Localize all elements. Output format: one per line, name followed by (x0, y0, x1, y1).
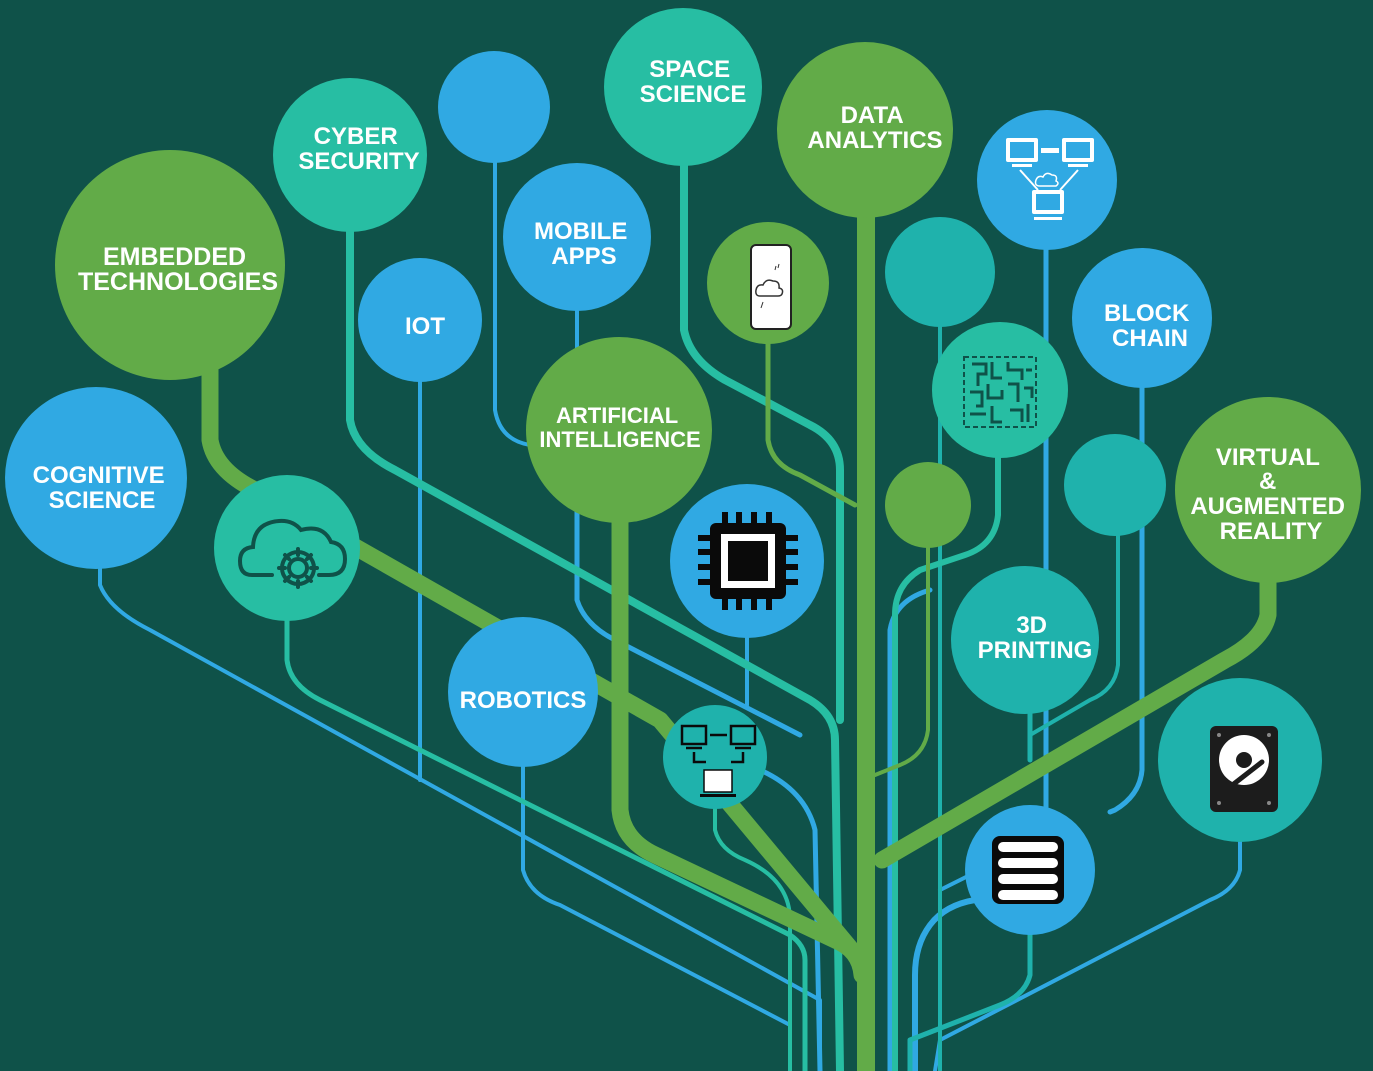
label-line: SCIENCE (49, 487, 156, 514)
label-iot: IOT (405, 313, 445, 340)
label-cyber-security: CYBER SECURITY (298, 123, 419, 175)
label-line: BLOCK (1104, 300, 1190, 327)
label-block-chain: BLOCK CHAIN (1104, 300, 1196, 352)
node-mobile-apps (503, 163, 651, 311)
node-cyber-security (273, 78, 427, 232)
labels: EMBEDDED TECHNOLOGIES CYBER SECURITY SPA… (33, 56, 1351, 714)
cpu-chip-icon (698, 512, 798, 610)
branch-3d (907, 709, 1033, 1071)
branch-teal-small (1028, 528, 1120, 737)
branch-trunk-blue-a (887, 587, 933, 1071)
label-line: COGNITIVE (33, 462, 165, 489)
node-3d-printing (951, 566, 1099, 714)
branch-qr (892, 447, 1001, 1071)
label-data-analytics: DATA ANALYTICS (807, 102, 942, 154)
label-line: PRINTING (978, 637, 1093, 664)
label-line: CYBER (314, 123, 398, 150)
hard-drive-icon (1210, 726, 1278, 812)
label-line: SCIENCE (640, 81, 747, 108)
database-icon (992, 836, 1064, 904)
label-line: ROBOTICS (460, 687, 587, 714)
branch-lines (98, 158, 1277, 1071)
label-line: SECURITY (298, 148, 419, 175)
node-artificial-intelligence (526, 337, 712, 523)
node-block-chain (1072, 248, 1212, 388)
label-line: & (1259, 468, 1276, 495)
cloud-gear-icon (237, 518, 348, 589)
branch-cognitive (98, 563, 822, 1071)
nodes (5, 8, 1361, 935)
label-line: CHAIN (1112, 325, 1188, 352)
branch-harddrive (933, 838, 1242, 1071)
qr-circuit-icon (963, 356, 1037, 428)
label-embedded-technologies: EMBEDDED TECHNOLOGIES (78, 243, 278, 296)
branch-space (680, 161, 844, 724)
branch-block (1107, 382, 1145, 815)
label-mobile-apps: MOBILE APPS (534, 218, 634, 270)
node-qr (932, 322, 1068, 458)
node-empty-teal (885, 217, 995, 327)
label-line: EMBEDDED (103, 243, 246, 271)
network-computers-icon (1006, 138, 1094, 220)
label-line: INTELLIGENCE (539, 427, 700, 452)
branch-network-small (757, 767, 823, 1071)
label-line: SPACE (649, 56, 730, 83)
node-network-small (663, 705, 767, 809)
label-line: VIRTUAL (1216, 444, 1320, 471)
label-space-science: SPACE SCIENCE (640, 56, 747, 108)
node-embedded-technologies (55, 150, 285, 380)
label-line: REALITY (1220, 518, 1323, 545)
node-space-science (604, 8, 762, 166)
label-line: AUGMENTED (1190, 493, 1345, 520)
label-cognitive-science: COGNITIVE SCIENCE (33, 462, 172, 514)
label-3d-printing: 3D PRINTING (978, 612, 1093, 664)
branch-vr (873, 566, 1277, 869)
node-data-analytics (777, 42, 953, 218)
branch-cloud-gear (284, 617, 808, 1071)
label-line: IOT (405, 313, 445, 340)
branch-network-small-teal (713, 803, 792, 1071)
label-robotics: ROBOTICS (460, 687, 587, 714)
node-teal-small (1064, 434, 1166, 536)
node-cloud-gear (214, 475, 360, 621)
node-iot (358, 258, 482, 382)
label-line: ANALYTICS (807, 127, 942, 154)
label-virtual-augmented-reality: VIRTUAL & AUGMENTED REALITY (1190, 444, 1351, 545)
label-line: TECHNOLOGIES (78, 268, 278, 296)
branch-green-small (873, 543, 930, 777)
branch-cyber (346, 226, 844, 1071)
node-empty-blue (438, 51, 550, 163)
network-small-icon (680, 724, 757, 797)
label-artificial-intelligence: ARTIFICIAL INTELLIGENCE (539, 403, 700, 452)
node-green-small (885, 462, 971, 548)
branch-database (912, 897, 978, 1071)
label-line: 3D (1016, 612, 1047, 639)
label-line: ARTIFICIAL (556, 403, 678, 428)
node-cognitive-science (5, 387, 187, 569)
branch-robotics (521, 763, 792, 1071)
label-line: DATA (841, 102, 904, 129)
node-robotics (448, 617, 598, 767)
phone-cloud-icon (750, 244, 792, 330)
label-line: MOBILE (534, 218, 627, 245)
node-virtual-augmented-reality (1175, 397, 1361, 583)
label-line: APPS (551, 243, 616, 270)
branch-empty-blue-top (493, 158, 532, 447)
branch-phone (765, 327, 858, 508)
